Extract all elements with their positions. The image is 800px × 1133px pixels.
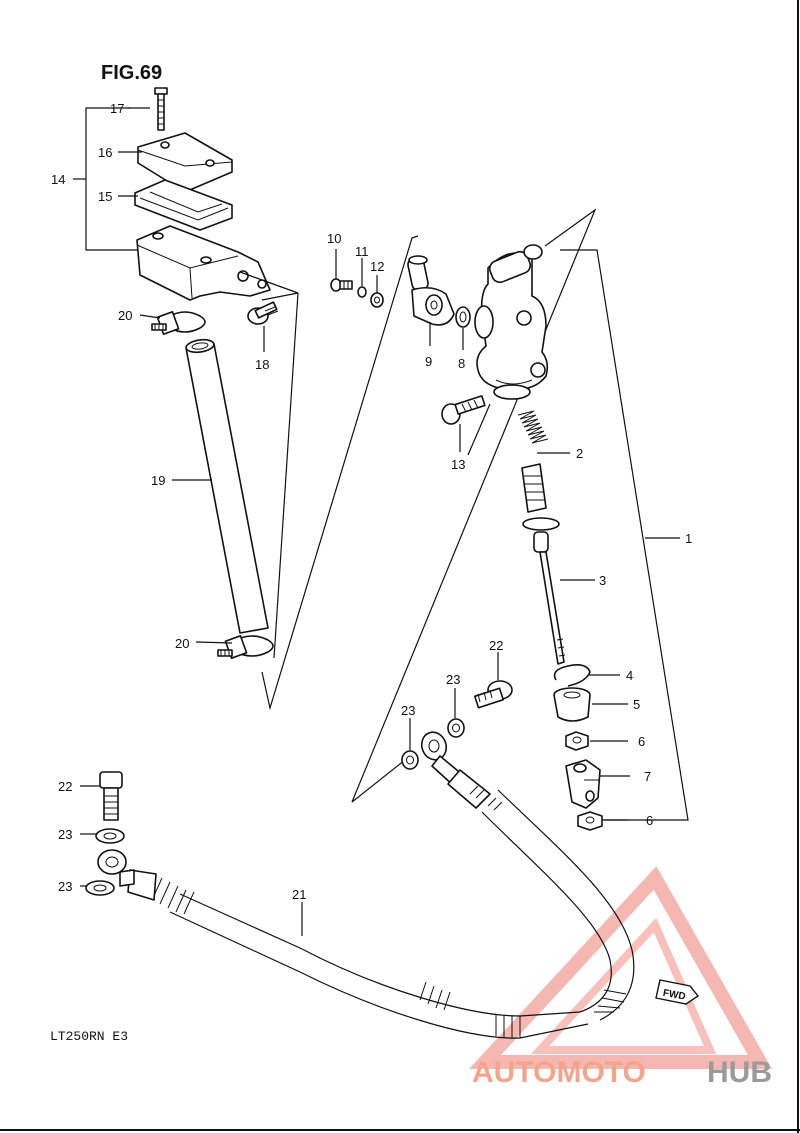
hose-19 — [185, 343, 269, 634]
watermark-triangle — [469, 866, 773, 1069]
figure-title: FIG.69 — [101, 62, 162, 84]
reservoir-hose-19 — [185, 338, 269, 634]
cylinder-housing — [476, 252, 549, 391]
washer-23-lower-lower — [80, 880, 115, 896]
screw-head-17 — [154, 87, 168, 95]
spring-2 — [517, 410, 570, 454]
watermark-word-hub: HUB — [707, 1056, 772, 1089]
callout-9: 9 — [425, 354, 432, 369]
union-bolt-22-upper — [473, 652, 513, 709]
reservoir-cap-16 — [137, 132, 233, 193]
callout-6-upper: 6 — [638, 734, 645, 749]
reference-line-mid — [351, 208, 597, 803]
model-code: LT250RN E3 — [50, 1029, 128, 1044]
callout-17: 17 — [110, 101, 124, 116]
callout-12: 12 — [370, 259, 384, 274]
callout-1: 1 — [685, 531, 692, 546]
bolt-13 — [441, 395, 486, 452]
callout-labels: 1 2 3 4 5 6 7 6 8 9 10 11 12 13 14 15 16… — [51, 101, 692, 902]
callout-11: 11 — [355, 244, 369, 259]
callout-5: 5 — [633, 697, 640, 712]
callout-7: 7 — [644, 769, 651, 784]
reference-line-bottom — [351, 759, 406, 803]
callout-16: 16 — [98, 145, 112, 160]
circlip-4 — [553, 664, 591, 687]
reference-line-left — [261, 235, 419, 711]
nut-6-upper — [565, 731, 589, 751]
hose-clamp-20-lower — [217, 635, 274, 659]
washer-23-lower-upper — [80, 828, 125, 844]
master-cylinder-body — [474, 244, 549, 400]
callout-6-lower: 6 — [646, 813, 653, 828]
washer-11 — [357, 286, 367, 298]
callout-19: 19 — [151, 473, 165, 488]
callout-20-lower: 20 — [175, 636, 189, 651]
reservoir-assembly — [73, 87, 299, 325]
watermark-word-automoto: AUTOMOTO — [472, 1056, 646, 1089]
callout-22-lower: 22 — [58, 779, 72, 794]
callout-18: 18 — [255, 357, 269, 372]
callout-20-upper: 20 — [118, 308, 132, 323]
watermark-logo: AUTOMOTO HUB — [469, 866, 773, 1089]
callout-23-upper-right: 23 — [446, 672, 460, 687]
callout-23-lower-upper: 23 — [58, 827, 72, 842]
callout-14: 14 — [51, 172, 65, 187]
callout-8: 8 — [458, 356, 465, 371]
push-rod-3 — [539, 551, 565, 665]
callout-10: 10 — [327, 231, 341, 246]
washer-23-upper-left — [401, 718, 419, 770]
bracket-1 — [560, 249, 689, 821]
brake-hose-21 — [97, 731, 635, 1039]
callout-4: 4 — [626, 668, 633, 683]
fwd-label: FWD — [662, 988, 686, 1003]
nut-6-lower — [577, 811, 603, 831]
hose-clamp-20-upper — [151, 311, 206, 335]
callout-22-upper: 22 — [489, 638, 503, 653]
callout-3: 3 — [599, 573, 606, 588]
piston-rod-3 — [521, 463, 595, 665]
callout-23-lower-lower: 23 — [58, 879, 72, 894]
union-bolt-22-lower — [80, 771, 123, 821]
washer-12 — [370, 292, 384, 308]
boot-5 — [553, 687, 628, 722]
fwd-arrow-badge: FWD — [655, 979, 700, 1005]
bleeder-parts — [330, 249, 384, 308]
washer-23-upper-right — [447, 688, 465, 738]
bracket-14 — [85, 107, 137, 251]
callout-2: 2 — [576, 446, 583, 461]
diaphragm-15 — [134, 179, 233, 231]
o-ring-8 — [455, 306, 471, 350]
callout-13: 13 — [451, 457, 465, 472]
callout-15: 15 — [98, 189, 112, 204]
callout-23-upper-left: 23 — [401, 703, 415, 718]
callout-21: 21 — [292, 887, 306, 902]
clevis-7 — [565, 759, 630, 809]
union-fitting-9 — [407, 255, 455, 346]
